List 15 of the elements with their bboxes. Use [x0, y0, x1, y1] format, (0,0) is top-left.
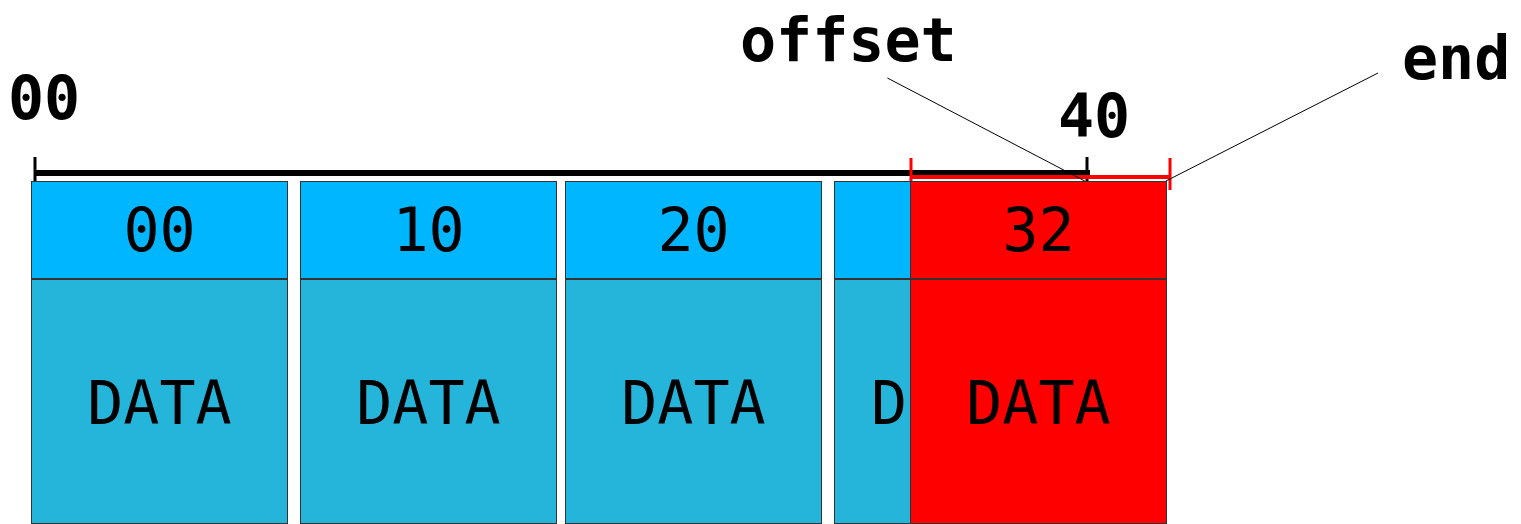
block-text: DATA [965, 368, 1112, 438]
leader-line [1165, 72, 1379, 182]
block-header: 10 [300, 181, 557, 279]
block-text: D [871, 368, 908, 438]
block-text: DATA [620, 368, 767, 438]
leader-line [886, 77, 1086, 182]
block-header: 00 [31, 181, 288, 279]
block-text: DATA [355, 368, 502, 438]
callout-text: end [1402, 28, 1511, 88]
block-header: 20 [565, 181, 822, 279]
tick-label: 40 [1058, 86, 1131, 146]
block-text: DATA [86, 368, 233, 438]
tick-label: 00 [8, 68, 81, 128]
callout-text: offset [740, 10, 957, 70]
block-header: 32 [910, 181, 1167, 279]
